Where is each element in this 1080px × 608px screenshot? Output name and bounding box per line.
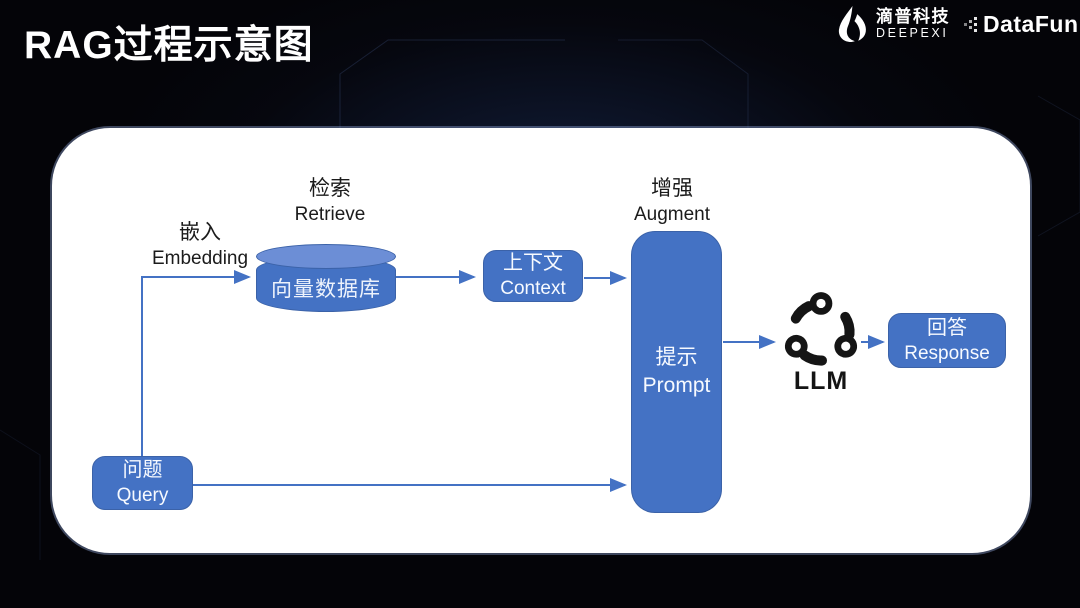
page-title: RAG过程示意图: [24, 24, 314, 67]
response-node: 回答 Response: [888, 313, 1006, 368]
deepexi-name-cn: 滴普科技: [876, 6, 950, 26]
embedding-step-label: 嵌入 Embedding: [147, 220, 253, 272]
cylinder-top-ellipse: [256, 244, 396, 269]
retrieve-label-cn: 检索: [309, 177, 351, 200]
embedding-label-en: Embedding: [151, 248, 249, 269]
context-node: 上下文 Context: [483, 250, 583, 302]
prompt-node: 提示 Prompt: [631, 231, 722, 513]
datafun-logo: DataFun.: [963, 11, 1080, 38]
query-label-en: Query: [116, 485, 169, 506]
datafun-dots-icon: [964, 16, 977, 32]
vector-db-node: 向量数据库: [256, 244, 396, 312]
llm-label: LLM: [793, 367, 849, 395]
llm-cycle-icon: [784, 292, 858, 366]
embedding-label-cn: 嵌入: [179, 221, 221, 244]
augment-step-label: 增强 Augment: [607, 176, 737, 228]
prompt-label-cn: 提示: [655, 346, 698, 369]
response-label-cn: 回答: [927, 316, 967, 339]
query-label-cn: 问题: [122, 459, 163, 481]
response-label-en: Response: [904, 342, 990, 364]
query-node: 问题 Query: [92, 456, 193, 510]
deepexi-logo: 滴普科技 DEEPEXI: [835, 5, 950, 43]
deepexi-name-en: DEEPEXI: [876, 26, 949, 41]
context-label-en: Context: [500, 278, 566, 299]
augment-label-en: Augment: [633, 204, 711, 225]
datafun-wordmark: DataFun.: [983, 11, 1080, 37]
diagram-card: [52, 128, 1030, 553]
retrieve-label-en: Retrieve: [294, 204, 366, 225]
context-label-cn: 上下文: [503, 252, 563, 274]
prompt-label-en: Prompt: [642, 374, 711, 397]
augment-label-cn: 增强: [651, 177, 693, 200]
retrieve-step-label: 检索 Retrieve: [265, 176, 395, 228]
deepexi-droplet-icon: [838, 6, 866, 42]
